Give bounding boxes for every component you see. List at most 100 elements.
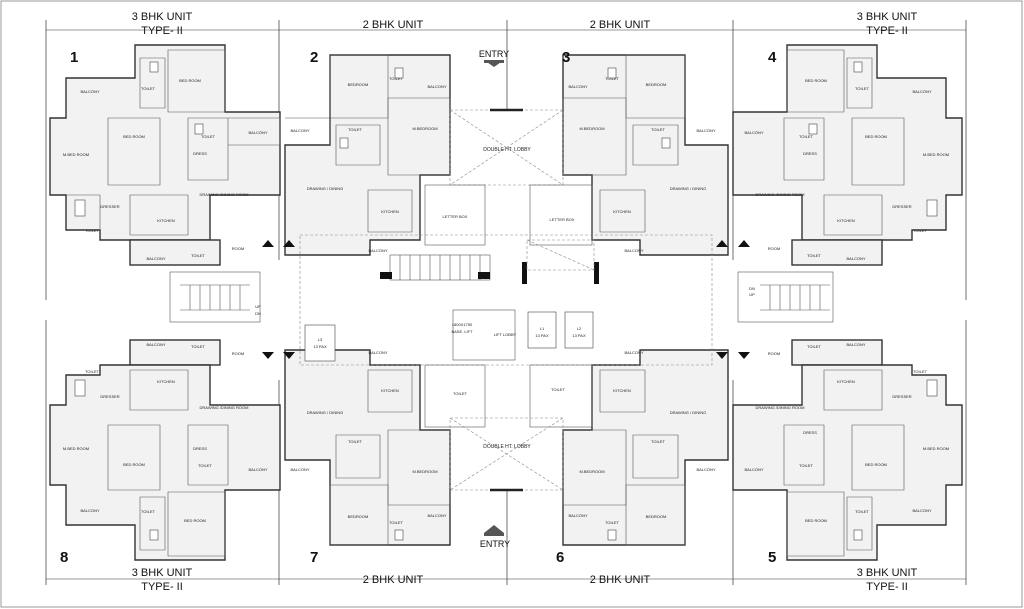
- unit-1-title-line1: 3 BHK UNIT: [132, 11, 193, 23]
- unit-4: BALCONY BED ROOM TOILET BED ROOM TOILET …: [732, 44, 963, 266]
- unit-5-title-line2: TYPE- II: [866, 581, 908, 593]
- stair-right-dn: DN: [749, 286, 755, 291]
- base-lift-size: 1800X1750: [452, 322, 473, 327]
- room-label: BALCONY: [427, 513, 446, 518]
- lift-l2-name: L2: [577, 326, 582, 331]
- room-label: TOILET: [348, 439, 362, 444]
- unit-8-number: 8: [60, 549, 68, 566]
- room-label: BEDROOM: [348, 514, 369, 519]
- room-label: BALCONY: [290, 467, 309, 472]
- double-height-lobby-top: DOUBLE HT. LOBBY: [483, 147, 531, 153]
- room-label: DRESSER: [100, 204, 119, 209]
- stair-left: [180, 284, 250, 311]
- room-label: KITCHEN: [381, 388, 399, 393]
- room-label: TOILET: [651, 127, 665, 132]
- unit-8-title-line1: 3 BHK UNIT: [132, 567, 193, 579]
- lift-l1-name: L1: [540, 326, 545, 331]
- lift-l3-pax: 13 PAX: [313, 344, 327, 349]
- room-label: M.BED ROOM: [63, 152, 89, 157]
- room-label: M.BEDROOM: [412, 469, 437, 474]
- unit-6-title: 2 BHK UNIT: [590, 574, 651, 586]
- room-label: KITCHEN: [837, 218, 855, 223]
- room-label: DRESSER: [100, 394, 119, 399]
- room-label: BEDROOM: [646, 514, 667, 519]
- room-label: KITCHEN: [157, 218, 175, 223]
- room-label: BALCONY: [368, 350, 387, 355]
- room-label: KITCHEN: [613, 209, 631, 214]
- stair-right: [760, 284, 830, 311]
- room-label: BEDROOM: [646, 82, 667, 87]
- unit-1: BALCONY BED ROOM TOILET BED ROOM TOILET …: [49, 44, 281, 266]
- unit-5-title-line1: 3 BHK UNIT: [857, 567, 918, 579]
- unit-4-title-line2: TYPE- II: [866, 25, 908, 37]
- unit-1-title-line2: TYPE- II: [141, 25, 183, 37]
- room-label: TOILET: [141, 86, 155, 91]
- room-label: BALCONY: [912, 508, 931, 513]
- unit-2-title: 2 BHK UNIT: [363, 19, 424, 31]
- room-label: BALCONY: [846, 342, 865, 347]
- room-label: M.BEDROOM: [579, 126, 604, 131]
- entry-label-top: ENTRY: [479, 49, 509, 59]
- room-label: BALCONY: [146, 342, 165, 347]
- double-height-lobby-bottom: DOUBLE HT. LOBBY: [483, 444, 531, 450]
- room-label: BALCONY: [624, 350, 643, 355]
- room-label: ROOM: [232, 351, 244, 356]
- room-label: BED ROOM: [123, 134, 145, 139]
- unit-4-number: 4: [768, 49, 777, 66]
- room-label: M.BED ROOM: [63, 446, 89, 451]
- room-label: DRESS: [803, 151, 817, 156]
- room-label: KITCHEN: [381, 209, 399, 214]
- room-label: TOILET: [85, 228, 99, 233]
- unit-1-number: 1: [70, 49, 78, 66]
- entry-label-bottom: ENTRY: [480, 539, 510, 549]
- room-label: BED ROOM: [805, 518, 827, 523]
- room-label: TOILET: [605, 520, 619, 525]
- lift-l1-pax: 13 PAX: [535, 333, 549, 338]
- room-label: BALCONY: [80, 89, 99, 94]
- room-label: DRAWING /DINING ROOM: [756, 405, 805, 410]
- core-toilet-left: TOILET: [453, 391, 467, 396]
- unit-3-title: 2 BHK UNIT: [590, 19, 651, 31]
- letter-box-left: LETTER BOX: [443, 214, 468, 219]
- room-label: BALCONY: [912, 89, 931, 94]
- room-label: BALCONY: [744, 130, 763, 135]
- room-label: BED ROOM: [865, 134, 887, 139]
- room-label: BALCONY: [846, 256, 865, 261]
- room-label: BALCONY: [624, 248, 643, 253]
- base-lift-label: BASE. LIFT: [451, 329, 473, 334]
- lift-l3-name: L3: [318, 337, 323, 342]
- stair-treads-top: [399, 255, 481, 280]
- room-label: TOILET: [201, 134, 215, 139]
- unit-3-number: 3: [562, 49, 570, 66]
- room-label: M.BEDROOM: [579, 469, 604, 474]
- room-label: BALCONY: [248, 467, 267, 472]
- room-label: TOILET: [855, 509, 869, 514]
- unit-5: BALCONY TOILET ROOM TOILET DRESSER KITCH…: [732, 339, 963, 561]
- room-label: TOILET: [191, 253, 205, 258]
- room-label: ROOM: [768, 246, 780, 251]
- room-label: TOILET: [605, 76, 619, 81]
- room-label: TOILET: [141, 509, 155, 514]
- room-label: TOILET: [855, 86, 869, 91]
- room-label: BALCONY: [290, 128, 309, 133]
- room-label: TOILET: [913, 369, 927, 374]
- room-label: DRESS: [193, 446, 207, 451]
- lift-lobby-label: LIFT LOBBY: [494, 332, 517, 337]
- room-label: M.BEDROOM: [412, 126, 437, 131]
- unit-2-number: 2: [310, 49, 318, 66]
- room-label: DRESS: [803, 430, 817, 435]
- room-label: TOILET: [799, 134, 813, 139]
- room-label: TOILET: [913, 228, 927, 233]
- unit-8-title-line2: TYPE- II: [141, 581, 183, 593]
- unit-7: BALCONY KITCHEN DRAWING / DINING TOILET …: [284, 349, 451, 546]
- room-label: BALCONY: [146, 256, 165, 261]
- unit-6-number: 6: [556, 549, 564, 566]
- room-label: TOILET: [348, 127, 362, 132]
- room-label: TOILET: [85, 369, 99, 374]
- unit-labels: 3 BHK UNIT TYPE- II 1 2 BHK UNIT 2 2 BHK…: [60, 11, 918, 593]
- room-label: ROOM: [232, 246, 244, 251]
- room-label: TOILET: [389, 520, 403, 525]
- room-label: M.BED ROOM: [923, 152, 949, 157]
- room-label: BALCONY: [80, 508, 99, 513]
